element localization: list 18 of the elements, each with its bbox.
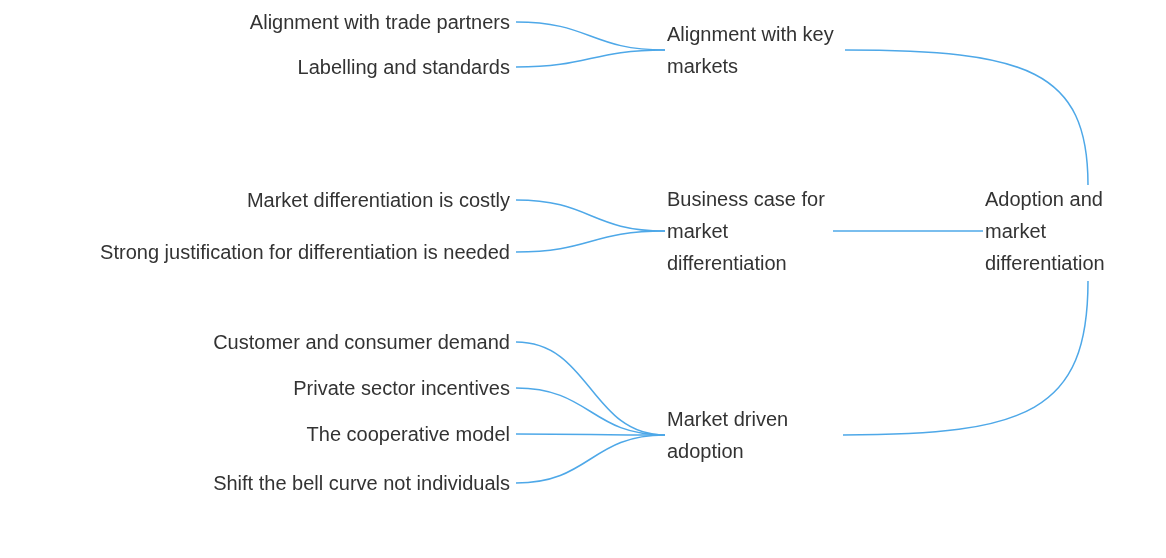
central-topic-text: Adoption and market differentiation: [985, 187, 1106, 276]
subtopic-text: Alignment with trade partners: [249, 10, 510, 35]
subtopic-text: Customer and consumer demand: [213, 330, 510, 355]
subtopic-text: Private sector incentives: [293, 376, 510, 401]
subtopic-text: Labelling and standards: [297, 55, 510, 80]
subtopic-text: Shift the bell curve not individuals: [213, 471, 510, 496]
subtopic-text: Strong justification for differentiation is needed: [100, 240, 510, 265]
connector-line: [842, 280, 1089, 436]
connector-line: [844, 49, 1089, 186]
connector-line: [515, 434, 666, 484]
topic-text: Business case for market differentiation: [667, 187, 826, 276]
subtopic-text: Market differentiation is costly: [246, 188, 510, 213]
topic-text: Alignment with key markets: [667, 22, 835, 79]
connector-line: [515, 49, 666, 68]
topic-text: Market driven adoption: [667, 407, 790, 464]
connector-line: [515, 230, 666, 253]
subtopic-text: The cooperative model: [306, 422, 510, 447]
connector-line: [832, 230, 984, 232]
